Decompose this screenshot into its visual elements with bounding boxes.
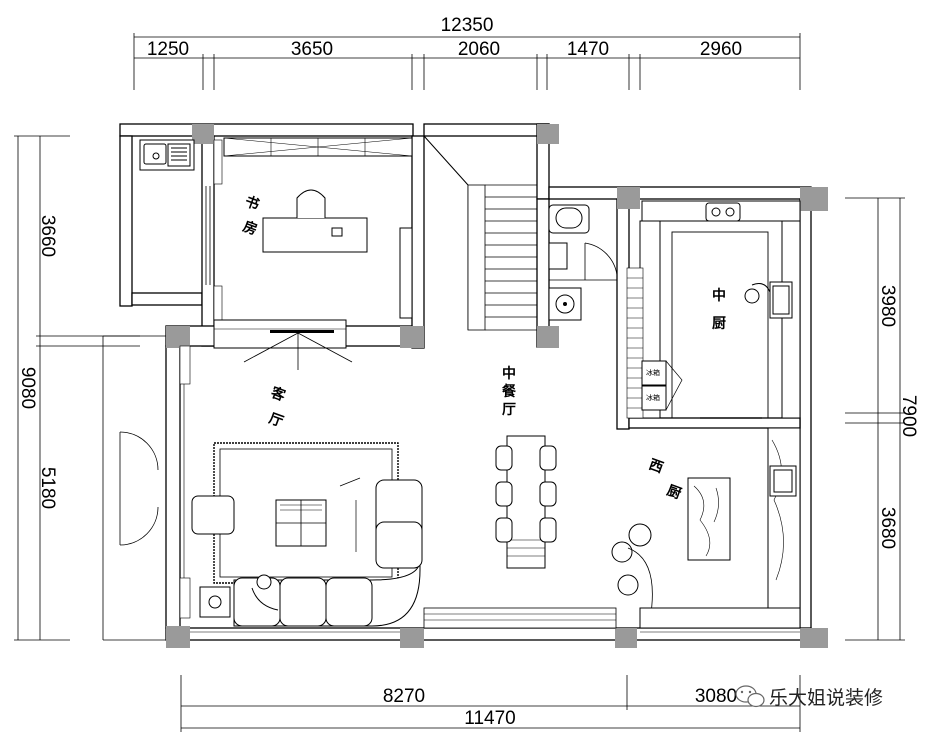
room-label-study-2: 房	[241, 218, 260, 239]
room-label-wk-1: 西	[647, 457, 666, 477]
dim-bottom-total: 11470	[464, 708, 515, 729]
fridge-left-label: 冰箱	[646, 368, 660, 377]
room-label-ck-2: 厨	[712, 316, 726, 332]
bottom-dimensions: 8270 3080 11470	[180, 675, 801, 732]
balcony-sink	[139, 139, 195, 171]
watermark: 乐大姐说装修	[735, 685, 883, 709]
dining-table	[506, 435, 546, 569]
dim-right-seg-1: 3980	[877, 285, 898, 327]
room-label-dining-1: 中	[502, 365, 516, 382]
room-label-living-2: 厅	[267, 411, 286, 431]
wk-bar-stools	[611, 523, 801, 629]
watermark-text: 乐大姐说装修	[769, 687, 883, 709]
wechat-icon	[735, 685, 765, 708]
room-label-ck-1: 中	[712, 287, 726, 304]
dim-left-seg-2: 5180	[37, 467, 58, 509]
sofa	[233, 479, 423, 627]
columns	[166, 124, 828, 648]
dim-right-seg-2: 3680	[877, 507, 898, 549]
study-cabinet	[223, 137, 413, 157]
fridge-right-label: 冰箱	[646, 393, 660, 402]
tv-lamp	[243, 330, 353, 370]
dim-top-seg-2: 3650	[291, 39, 333, 60]
wk-counter	[767, 427, 801, 609]
dim-bottom-seg-1: 8270	[383, 686, 425, 707]
study-shelf	[213, 227, 413, 349]
bathroom-door	[549, 242, 618, 281]
ck-person	[744, 283, 771, 304]
room-label-study-1: 书	[243, 193, 262, 214]
dim-top-seg-1: 1250	[147, 39, 189, 60]
dim-top-seg-4: 1470	[567, 39, 609, 60]
dim-top-total: 12350	[441, 15, 494, 36]
study-desk	[262, 189, 368, 253]
dim-left-total: 9080	[17, 367, 38, 409]
ck-brick-wall	[626, 267, 644, 419]
toilet	[548, 204, 590, 270]
entrance	[102, 335, 191, 641]
coffee-table	[275, 477, 361, 552]
side-table	[199, 586, 231, 618]
dim-top-seg-3: 2060	[458, 39, 500, 60]
right-dimensions: 3980 7900 3680	[845, 197, 919, 641]
room-label-dining-3: 厅	[502, 402, 516, 418]
dim-top-seg-5: 2960	[700, 39, 742, 60]
armchair	[191, 495, 235, 535]
room-label-wk-2: 厨	[665, 483, 684, 503]
dim-bottom-seg-2: 3080	[695, 686, 737, 707]
living-person	[251, 574, 279, 611]
staircase	[423, 135, 537, 331]
dim-right-total: 7900	[898, 395, 919, 437]
left-dimensions: 9080 3660 5180	[14, 135, 140, 641]
top-dimensions: 12350 1250 3650 2060 1470 2960	[133, 15, 801, 90]
dining-chairs	[495, 445, 557, 543]
fridges: 冰箱 冰箱	[641, 360, 683, 411]
wash-basin	[548, 287, 582, 321]
room-label-dining-2: 餐	[501, 383, 517, 400]
wk-island	[687, 477, 731, 561]
dim-left-seg-1: 3660	[37, 215, 58, 257]
room-label-living-1: 客	[268, 383, 289, 404]
